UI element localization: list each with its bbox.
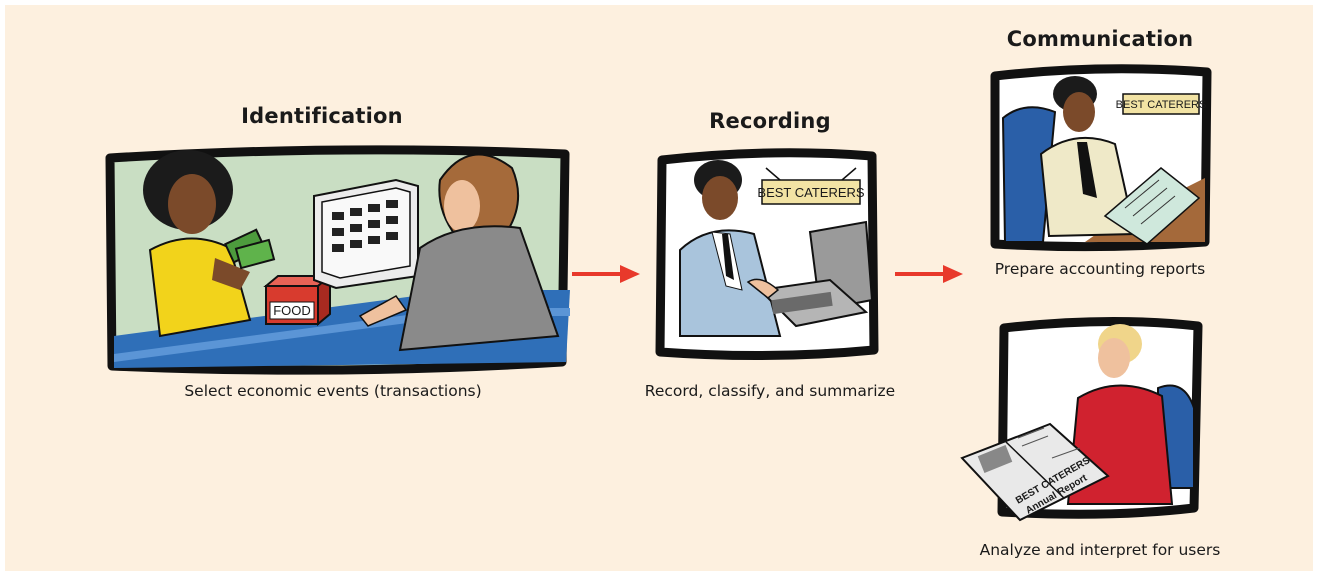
recording-illustration: BEST CATERERS <box>650 140 885 368</box>
arrow-identification-to-recording <box>570 262 642 286</box>
identification-title: Identification <box>241 104 403 128</box>
reports-illustration: BEST CATERERS <box>985 58 1215 258</box>
recording-caption: Record, classify, and summarize <box>644 382 896 400</box>
recording-sign-label: BEST CATERERS <box>757 185 864 200</box>
reports-caption: Prepare accounting reports <box>994 260 1206 278</box>
identification-caption: Select economic events (transactions) <box>184 382 482 400</box>
food-box-label: FOOD <box>273 303 311 318</box>
recording-title: Recording <box>709 109 831 133</box>
arrow-recording-to-communication <box>893 262 965 286</box>
right-arrow-icon <box>572 265 640 283</box>
right-arrow-icon <box>895 265 963 283</box>
communication-title: Communication <box>1006 27 1194 51</box>
reports-sign-label: BEST CATERERS <box>1116 99 1207 111</box>
users-caption: Analyze and interpret for users <box>979 541 1221 559</box>
users-illustration: BEST CATERERS Annual Report <box>958 308 1220 536</box>
identification-illustration: FOOD <box>100 140 575 375</box>
